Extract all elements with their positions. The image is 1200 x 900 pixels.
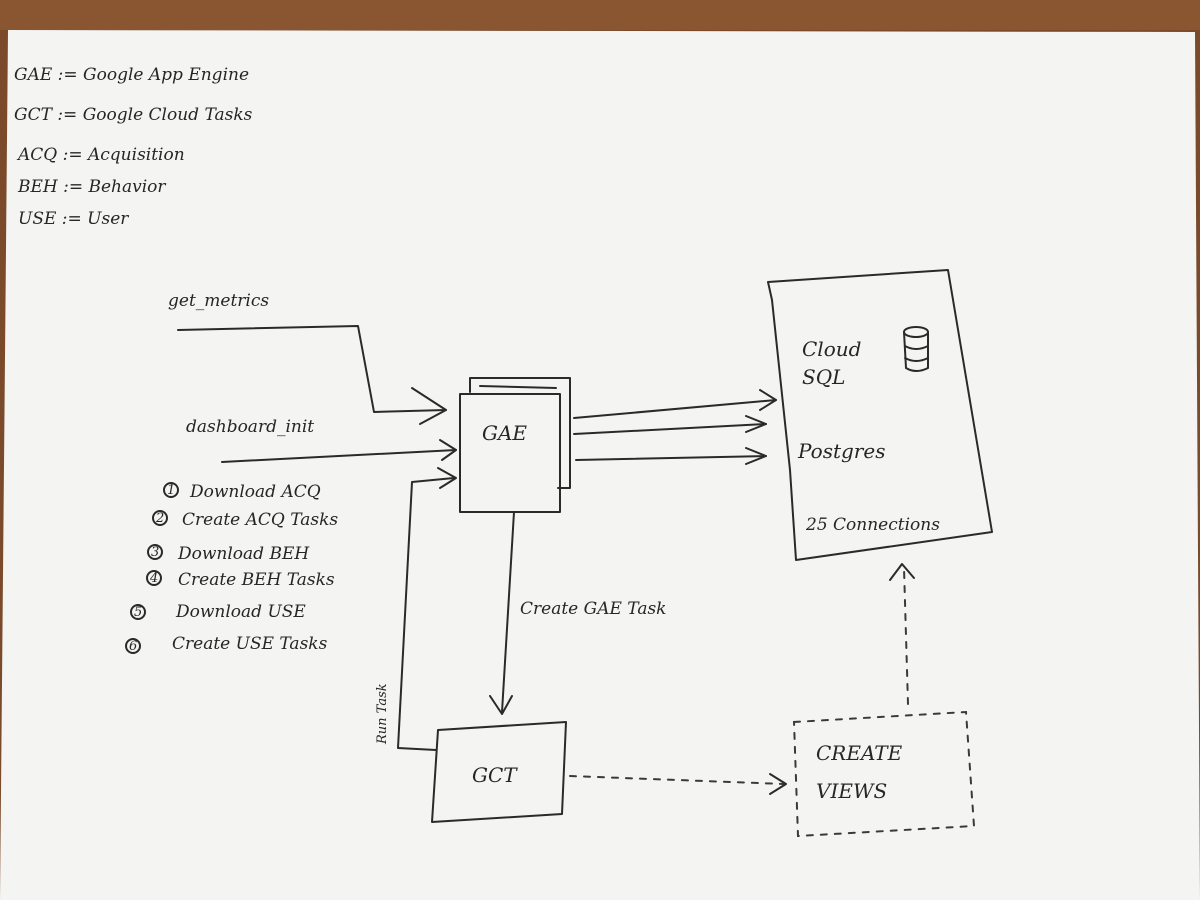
gae-node: GAE — [459, 377, 571, 513]
arrowhead — [745, 447, 767, 465]
step-marker — [147, 544, 163, 560]
legend-item: USE := User — [18, 209, 129, 229]
step-marker — [163, 482, 179, 498]
legend-item: ACQ := Acquisition — [16, 145, 185, 165]
create-views-label: CREATE — [816, 741, 903, 765]
cloud-sql-box — [767, 269, 993, 561]
gae-to-db-arrow — [575, 455, 767, 461]
arrowhead — [769, 773, 787, 795]
step-marker — [130, 604, 146, 620]
get-metrics-arrowhead — [411, 387, 447, 425]
get-metrics-arrow — [177, 325, 447, 413]
gae-box — [459, 393, 561, 513]
dashboard-init-arrow — [221, 449, 457, 463]
legend-item: BEH := Behavior — [17, 177, 166, 197]
legend-item: GAE := Google App Engine — [14, 65, 249, 85]
step-number: 2 — [155, 511, 164, 526]
gct-label: GCT — [472, 763, 518, 787]
gct-box — [431, 721, 567, 823]
database-icon — [903, 326, 929, 372]
create-views-node: CREATE VIEWS — [792, 710, 976, 838]
table-edge — [0, 0, 1200, 30]
dashboard-init-label: dashboard_init — [186, 417, 314, 437]
cloud-sql-label: SQL — [802, 365, 845, 389]
run-task-arrow — [397, 477, 455, 751]
step-text: Create BEH Tasks — [178, 570, 335, 590]
get-metrics-label: get_metrics — [168, 291, 269, 311]
gae-to-db-arrow — [573, 423, 767, 435]
step-number: 3 — [151, 545, 159, 560]
paper-sheet — [0, 30, 1200, 900]
dashboard-init-arrowhead — [439, 439, 457, 461]
step-text: Create USE Tasks — [172, 634, 328, 654]
arrowhead — [489, 695, 513, 715]
create-views-box — [792, 710, 976, 838]
step-text: Download BEH — [177, 544, 310, 564]
arrowhead — [437, 467, 457, 489]
step-number: 5 — [134, 605, 142, 620]
legend-item: GCT := Google Cloud Tasks — [14, 105, 253, 125]
views-to-db-arrow — [903, 567, 909, 705]
step-marker — [146, 570, 162, 586]
gae-label: GAE — [482, 421, 527, 445]
postgres-label: Postgres — [797, 439, 885, 463]
run-task-label: Run Task — [375, 683, 390, 745]
arrowhead — [759, 389, 777, 411]
legend: GAE := Google App Engine GCT := Google C… — [14, 65, 253, 229]
arrowhead — [745, 415, 767, 433]
gae-to-db-arrow — [573, 399, 777, 419]
step-marker — [152, 510, 168, 526]
arrowhead — [889, 563, 915, 581]
step-marker — [125, 638, 141, 654]
step-number: 1 — [167, 483, 175, 498]
step-text: Download USE — [175, 602, 306, 622]
step-number: 4 — [149, 571, 158, 586]
cloud-sql-label: Cloud — [802, 337, 861, 361]
create-views-label: VIEWS — [816, 779, 887, 803]
step-text: Download ACQ — [189, 482, 321, 502]
cloud-sql-node: Cloud SQL Postgres 25 Connections — [767, 269, 993, 561]
create-task-label: Create GAE Task — [520, 599, 666, 619]
step-text: Create ACQ Tasks — [182, 510, 338, 530]
connections-label: 25 Connections — [805, 515, 940, 535]
gae-back-box-edge — [479, 385, 557, 389]
steps-list: 1 Download ACQ 2 Create ACQ Tasks 3 Down… — [125, 482, 338, 654]
step-number: 6 — [129, 639, 137, 654]
gae-back-box — [469, 377, 571, 489]
gct-node: GCT — [431, 721, 567, 823]
create-task-arrow — [501, 511, 515, 713]
